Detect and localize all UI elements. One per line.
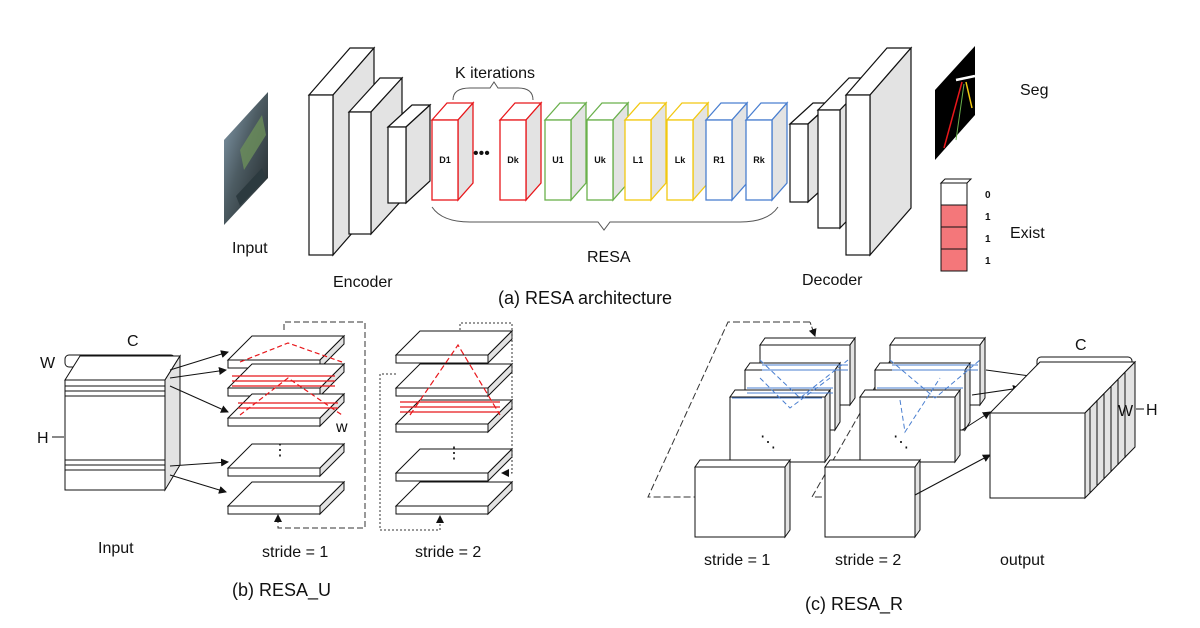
output-tensor [988,356,1137,500]
output-dim-h-label: H [1146,402,1158,419]
output-dim-c-label: C [1075,337,1087,354]
feature-slice [394,480,514,516]
seg-output [935,46,976,160]
stride1-blue-paths [732,359,849,409]
output-dim-w-label: W [1118,403,1134,420]
k-iterations-brace [452,81,534,101]
part-c-output-label: output [1000,552,1045,569]
stride1-vdots: ⋮ [272,442,288,459]
stride2-loop-a [459,322,513,477]
part-b-w-small-label: w [335,419,348,436]
stride2-red-paths [400,343,501,416]
resa-block-label: U1 [552,155,564,165]
stride1-red-paths [232,342,343,416]
input-image [224,92,268,225]
exist-value: 1 [985,212,991,223]
input-arrows [169,350,229,494]
stride1-dashed-frame [647,321,810,498]
resa-ellipsis: ••• [473,145,490,162]
resa-block-label: L1 [633,155,644,165]
feature-slice [226,392,346,428]
resa-brace [431,206,779,231]
dim-h-label: H [37,430,49,447]
feature-slice [226,442,346,478]
resa-block-r1: R1 [704,101,749,202]
decoder [788,46,913,257]
resa-block-dk: Dk [498,101,543,202]
feature-slice [394,329,514,365]
dim-w-label: W [40,355,56,372]
resa-block-u1: U1 [543,101,588,202]
encoder-label: Encoder [333,274,393,291]
stride1-dots: ⋱ [760,434,776,451]
resa-block-label: Rk [753,155,765,165]
part-b-caption: (b) RESA_U [232,580,331,601]
exist-value: 1 [985,234,991,245]
part-b-stride2-label: stride = 2 [415,544,481,561]
exist-value: 0 [985,190,991,201]
resa-block-label: Dk [507,155,519,165]
resa-blocks: D1 Dk U1 Uk L1 Lk R1 Rk [430,101,789,202]
exist-label: Exist [1010,225,1045,242]
seg-label: Seg [1020,82,1048,99]
resa-block-l1: L1 [623,101,668,202]
feature-slice [226,480,346,516]
resa-label: RESA [587,249,631,266]
resa-block-rk: Rk [744,101,789,202]
exist-cell [940,248,968,272]
exist-output: 0 1 1 1 [939,178,991,272]
part-c-caption: (c) RESA_R [805,594,903,615]
decoder-label: Decoder [802,272,863,289]
k-iterations-label: K iterations [455,65,535,82]
exist-cell [940,226,968,250]
resa-block-label: Lk [675,155,686,165]
part-b: C W H Input ⋮ ⋮ w [37,321,514,601]
exist-cell [940,204,968,228]
resa-block-label: D1 [439,155,451,165]
resa-block-lk: Lk [665,101,710,202]
stride2-dots: ⋱ [893,434,909,451]
stride1-slices: ⋮ [226,334,346,516]
stride2-blue-paths [877,359,981,434]
resa-block-label: R1 [713,155,725,165]
part-c: ⋱ ⋱ [647,321,1158,615]
resa-block-label: Uk [594,155,606,165]
part-c-stride2-label: stride = 2 [835,552,901,569]
exist-value: 1 [985,256,991,267]
stride1-loop [274,321,366,529]
feature-slice [394,398,514,434]
exist-cell [940,182,968,206]
resa-block-d1: D1 [430,101,475,202]
input-tensor [64,354,181,492]
feature-slice [394,362,514,398]
part-a-caption: (a) RESA architecture [498,288,672,308]
part-c-stride1-label: stride = 1 [704,552,770,569]
encoder [307,46,432,257]
dim-c-label: C [127,333,139,350]
stride2-loop-b [379,373,444,531]
part-b-stride1-label: stride = 1 [262,544,328,561]
stride2-slices: ⋮ [394,329,514,516]
feature-slice [394,447,514,483]
stride2-vdots: ⋮ [446,445,462,462]
stride1-planes [694,336,856,539]
part-b-input-label: Input [98,540,134,557]
resa-block-uk: Uk [585,101,630,202]
feature-slice [226,334,346,370]
input-label: Input [232,240,268,257]
